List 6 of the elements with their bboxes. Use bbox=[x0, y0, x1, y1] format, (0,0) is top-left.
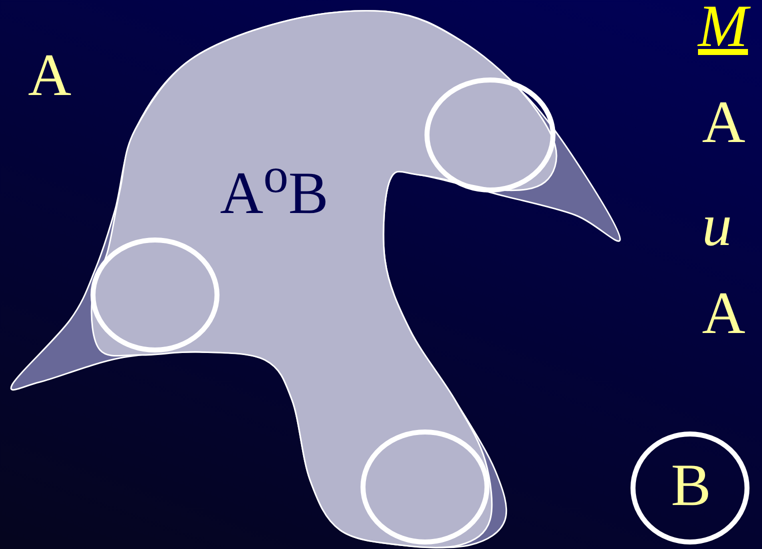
set-label: A bbox=[28, 45, 72, 105]
text-line: A bbox=[702, 92, 746, 152]
shape-label: B bbox=[671, 455, 712, 515]
text-line: A bbox=[702, 283, 746, 343]
shape-label: A$^{o}$B bbox=[220, 150, 328, 223]
text-line: u bbox=[702, 195, 732, 255]
